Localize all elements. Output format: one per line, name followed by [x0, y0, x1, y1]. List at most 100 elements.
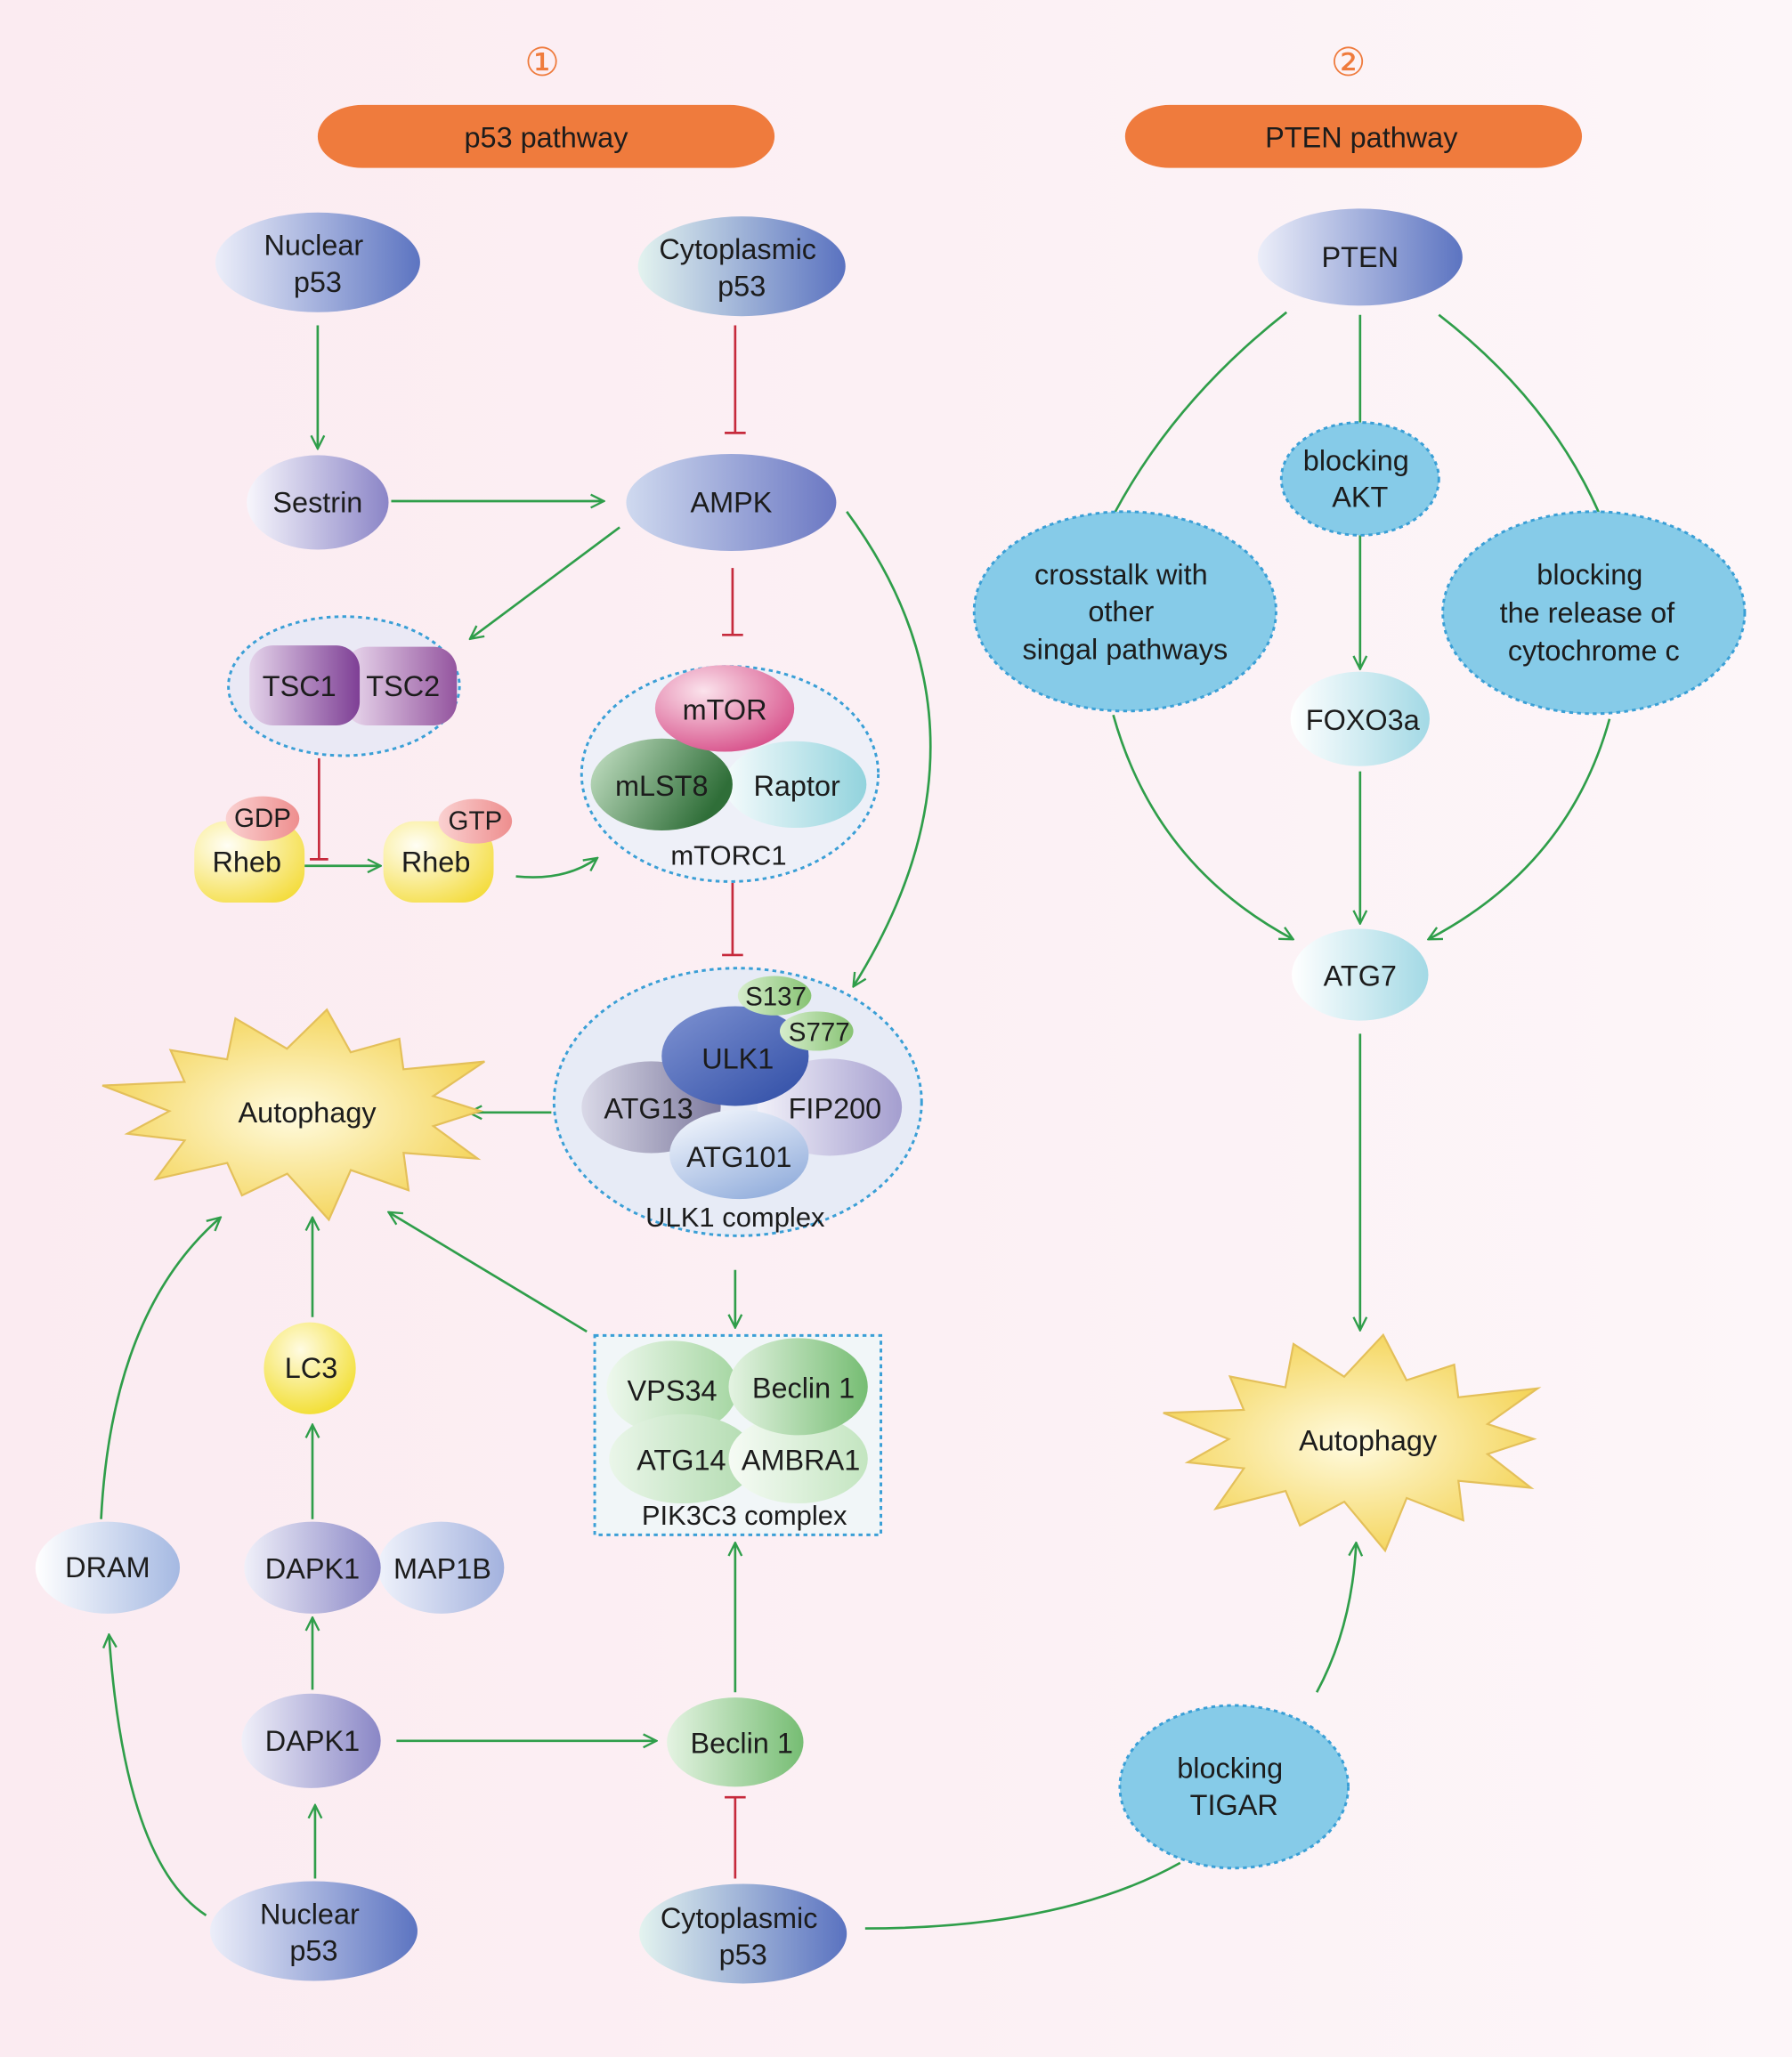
rheb-gdp-label: Rheb [212, 846, 281, 878]
foxo3a-label: FOXO3a [1306, 704, 1421, 736]
node-cytoplasmic-p53-top: Cytoplasmic p53 [637, 216, 846, 317]
map1b-label: MAP1B [393, 1553, 491, 1585]
node-rheb-gtp: GTP Rheb [383, 798, 513, 903]
node-blocking-cytochrome-c: blocking the release of cytochrome c [1441, 510, 1747, 716]
mtor-label: mTOR [683, 693, 767, 725]
pten-label: PTEN [1322, 241, 1399, 273]
s777-label: S777 [789, 1017, 850, 1047]
label-line: p53 [718, 270, 766, 302]
blocking-cytochrome-label: blocking the release of cytochrome c [1500, 559, 1683, 667]
atg7-shape [1292, 928, 1429, 1021]
mlst8-shape [590, 738, 733, 830]
label-line: crosstalk with [1034, 559, 1208, 591]
node-pten: PTEN [1257, 208, 1463, 306]
node-dapk1: DAPK1 [241, 1693, 381, 1788]
vps34-shape [606, 1340, 738, 1436]
node-mtorc1: mTOR mLST8 Raptor mTORC1 [580, 665, 880, 883]
arrow-pik3c3-to-autophagy [389, 1212, 588, 1333]
mlst8-label: mLST8 [615, 770, 709, 802]
pten-pathway-title: PTEN pathway [1265, 122, 1458, 154]
label-line: p53 [294, 266, 342, 298]
atg101-label: ATG101 [686, 1141, 791, 1173]
autophagy-label: Autophagy [239, 1097, 377, 1129]
sestrin-shape [247, 455, 389, 550]
node-ulk1-complex: ULK1 ATG13 FIP200 ATG101 S137 S777 ULK1 … [552, 967, 923, 1237]
gtp-label: GTP [449, 806, 503, 836]
node-blocking-akt: blocking AKT [1279, 421, 1440, 537]
blocking-cytochrome-shape [1441, 510, 1747, 716]
label-line: p53 [289, 1935, 337, 1967]
label-line: blocking [1303, 444, 1409, 476]
nuclear-p53-shape [215, 212, 420, 312]
ampk-shape [626, 453, 837, 552]
cytoplasmic-p53-label: Cytoplasmic p53 [659, 233, 824, 302]
dram-shape [35, 1521, 181, 1614]
atg14-label: ATG14 [637, 1444, 726, 1476]
label-line: Nuclear [264, 230, 363, 262]
line-pten-to-crosstalk [1113, 311, 1288, 514]
node-crosstalk: crosstalk with other singal pathways [972, 510, 1277, 713]
mtorc1-label: mTORC1 [670, 839, 786, 871]
pathway-number-1: ① [524, 40, 560, 85]
node-beclin1: Beclin 1 [667, 1697, 804, 1787]
blocking-akt-shape [1279, 421, 1440, 537]
p53-pathway-title: p53 pathway [465, 122, 629, 154]
beclin1-label: Beclin 1 [691, 1728, 793, 1760]
beclin1-label: Beclin 1 [752, 1372, 855, 1404]
label-line: blocking [1177, 1753, 1283, 1785]
label-line: Cytoplasmic [661, 1902, 818, 1934]
cytoplasmic-p53-shape [639, 1883, 847, 1984]
arrow-nuclear-p53-to-dram [109, 1634, 207, 1916]
node-ampk: AMPK [626, 453, 837, 552]
label-line: the release of [1500, 596, 1676, 628]
node-foxo3a: FOXO3a [1290, 671, 1430, 766]
label-line: Cytoplasmic [659, 233, 816, 265]
node-nuclear-p53-bottom: Nuclear p53 [209, 1881, 418, 1981]
crosstalk-shape [972, 510, 1277, 713]
label-line: Nuclear [260, 1898, 360, 1930]
arrow-crosstalk-to-atg7 [1112, 714, 1293, 939]
pten-shape [1257, 208, 1463, 306]
arrow-rheb-gtp-to-mtorc1 [515, 858, 597, 879]
label-line: other [1088, 595, 1154, 628]
node-autophagy-right: Autophagy [1163, 1332, 1542, 1553]
dram-label: DRAM [65, 1551, 150, 1583]
node-rheb-gdp: GDP Rheb [194, 796, 305, 903]
node-dram: DRAM [35, 1521, 181, 1614]
dapk1-shape [244, 1521, 381, 1614]
ulk1-label: ULK1 [701, 1042, 774, 1074]
gdp-shape [225, 796, 300, 841]
label-line: TIGAR [1190, 1789, 1278, 1821]
node-autophagy-left: Autophagy [101, 1008, 485, 1222]
label-line: blocking [1537, 559, 1642, 591]
label-line: singal pathways [1022, 634, 1228, 666]
tsc2-shape [344, 646, 458, 726]
lc3-shape [264, 1322, 356, 1414]
node-atg7: ATG7 [1292, 928, 1429, 1021]
gtp-shape [438, 798, 513, 844]
node-pik3c3-complex: VPS34 Beclin 1 ATG14 AMBRA1 PIK3C3 compl… [593, 1333, 883, 1536]
autophagy-star [1163, 1332, 1542, 1553]
node-cytoplasmic-p53-bottom: Cytoplasmic p53 [639, 1883, 847, 1984]
node-tsc-complex: TSC1 TSC2 [227, 615, 461, 757]
node-nuclear-p53-top: Nuclear p53 [215, 212, 420, 312]
tsc1-shape [249, 645, 361, 726]
cytoplasmic-p53-label: Cytoplasmic p53 [661, 1902, 826, 1971]
dapk1-label: DAPK1 [265, 1553, 360, 1585]
atg14-shape [609, 1413, 757, 1504]
s137-shape [737, 976, 812, 1016]
pathway-number-2: ② [1331, 40, 1366, 85]
raptor-label: Raptor [753, 770, 840, 802]
autophagy-star [101, 1008, 485, 1222]
crosstalk-label: crosstalk with other singal pathways [1022, 559, 1228, 666]
ulk1-complex-label: ULK1 complex [645, 1202, 825, 1233]
vps34-label: VPS34 [628, 1374, 718, 1406]
label-line: p53 [719, 1939, 767, 1971]
atg7-label: ATG7 [1324, 960, 1397, 992]
map1b-shape [377, 1521, 505, 1614]
atg13-label: ATG13 [604, 1092, 693, 1124]
blocking-tigar-shape [1118, 1704, 1350, 1870]
line-pten-to-blocking-cytochrome [1438, 313, 1601, 514]
nuclear-p53-shape [209, 1881, 418, 1981]
